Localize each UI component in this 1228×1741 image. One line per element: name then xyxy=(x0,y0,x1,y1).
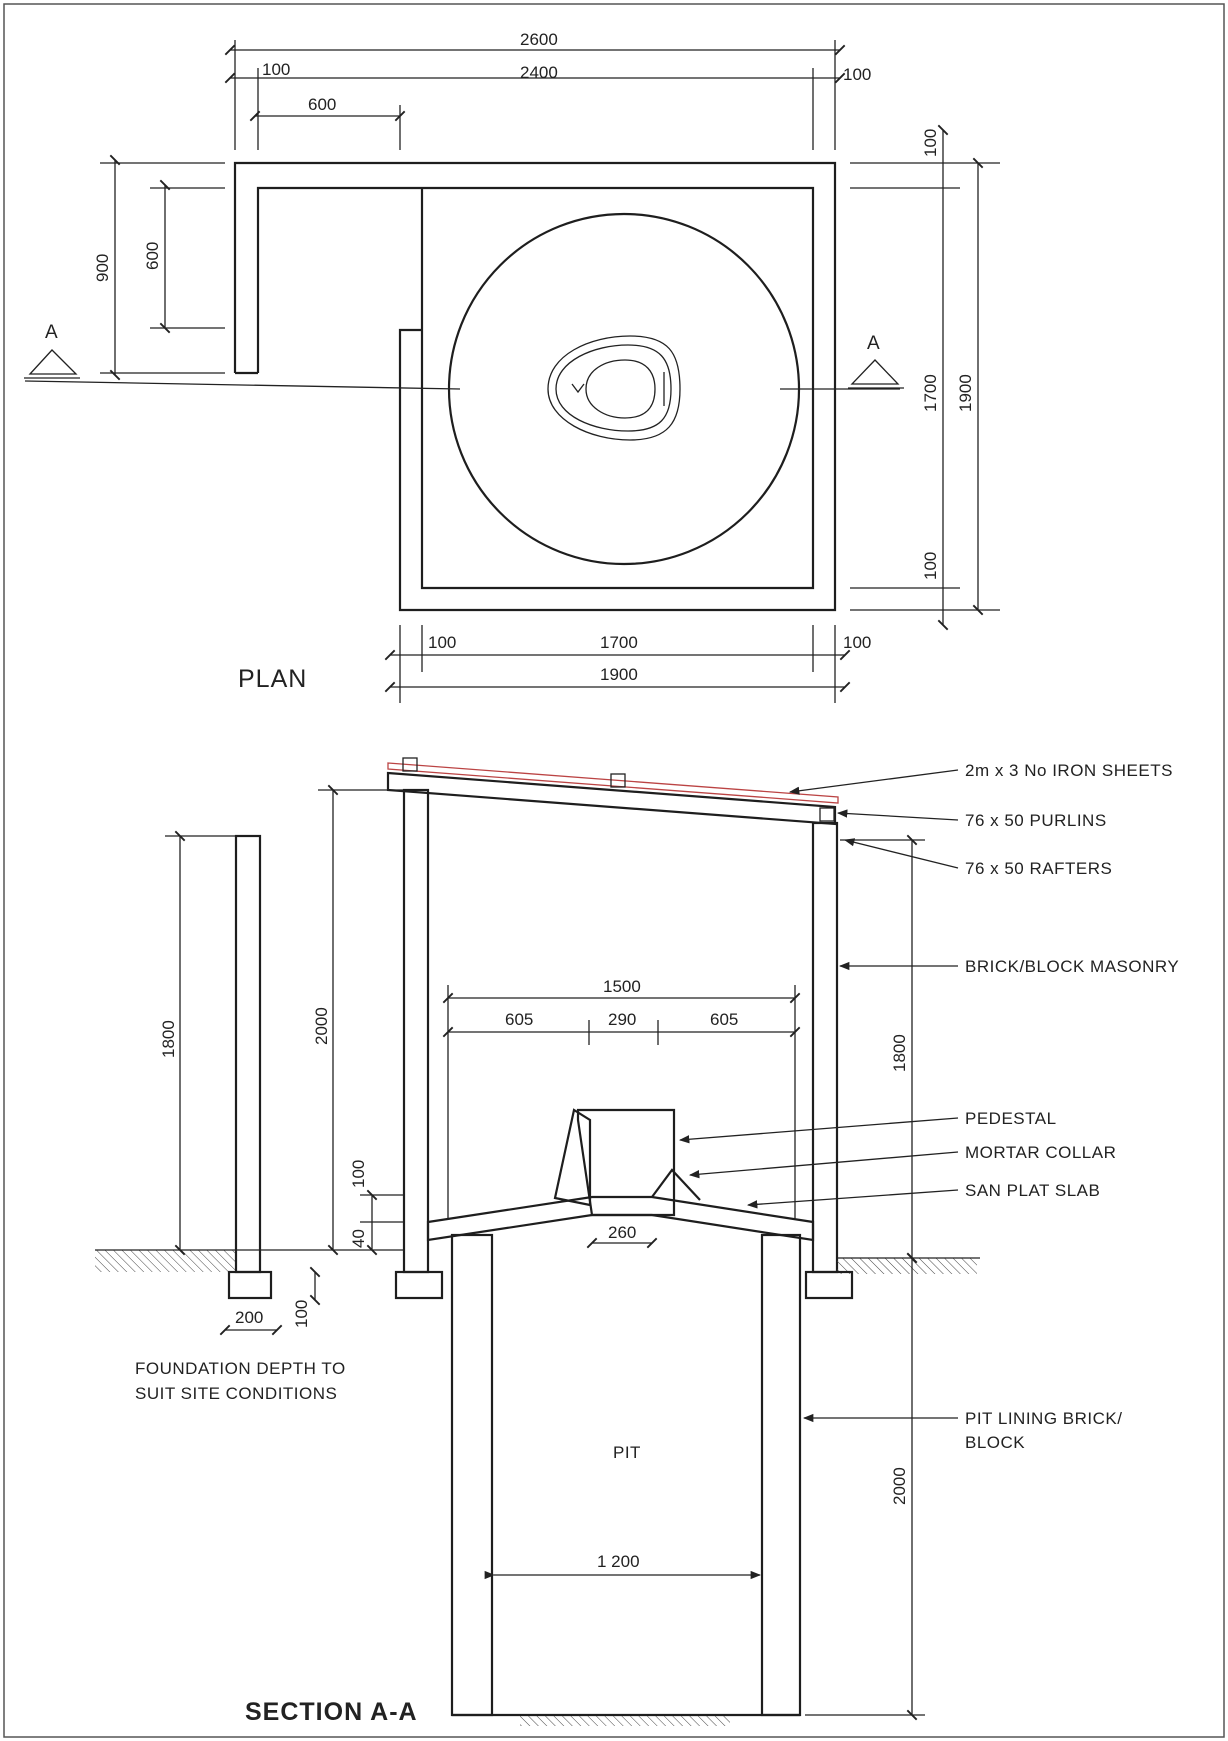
dim-screen-inner: 600 xyxy=(143,242,162,270)
dim-wall-height: 2000 xyxy=(312,1007,331,1045)
pedestal xyxy=(576,1108,676,1217)
section-vertical-dimensions: 1800 2000 1800 2000 100 40 100 xyxy=(159,784,925,1721)
dim-wall-left: 100 xyxy=(262,60,290,79)
mortar-collar xyxy=(651,1168,701,1201)
section-title: SECTION A-A xyxy=(245,1698,418,1726)
left-footing xyxy=(394,1270,444,1300)
pedestal-side xyxy=(553,1108,592,1207)
dim-inner-width: 2400 xyxy=(520,63,558,82)
dim-inner-depth: 1700 xyxy=(921,374,940,412)
note-iron-sheets: 2m x 3 No IRON SHEETS xyxy=(965,761,1173,780)
plan-right-dimensions: 100 1700 1900 100 xyxy=(850,124,1000,631)
note-masonry: BRICK/BLOCK MASONRY xyxy=(965,957,1179,976)
dim-bottom-inner: 1700 xyxy=(600,633,638,652)
dim-pit-width: 1 200 xyxy=(597,1552,640,1571)
ground-left xyxy=(95,1250,235,1272)
plan-top-dimensions: 2600 2400 100 100 600 xyxy=(224,30,871,150)
section-marker-right-label: A xyxy=(867,333,881,354)
dim-overall-depth: 1900 xyxy=(956,374,975,412)
pit-label: PIT xyxy=(613,1443,641,1462)
note-foundation-2: SUIT SITE CONDITIONS xyxy=(135,1384,337,1403)
dim-left-part: 605 xyxy=(505,1010,533,1029)
note-purlins: 76 x 50 PURLINS xyxy=(965,811,1107,830)
dim-center-part: 290 xyxy=(608,1010,636,1029)
roof xyxy=(386,757,839,826)
dim-wall-bottom: 100 xyxy=(921,552,940,580)
dim-footing-depth: 100 xyxy=(292,1300,311,1328)
pit-lining-right xyxy=(760,1233,802,1717)
dim-slab-thick: 40 xyxy=(349,1229,368,1248)
screen-wall xyxy=(234,834,262,1274)
plan-outer-wall xyxy=(233,161,837,612)
note-foundation-1: FOUNDATION DEPTH TO xyxy=(135,1359,346,1378)
dim-bottom-wall-left: 100 xyxy=(428,633,456,652)
section-right-wall xyxy=(811,821,839,1274)
note-mortar-collar: MORTAR COLLAR xyxy=(965,1143,1116,1162)
dim-screen-height: 1800 xyxy=(159,1020,178,1058)
plan-left-dimensions: 900 600 xyxy=(93,154,225,381)
dim-screen-offset: 600 xyxy=(308,95,336,114)
section-notes: 2m x 3 No IRON SHEETS 76 x 50 PURLINS 76… xyxy=(135,761,1179,1452)
section-view: PIT 1500 605 290 605 260 1 200 200 1800 xyxy=(95,757,1179,1726)
dim-overall-width: 2600 xyxy=(520,30,558,49)
section-left-wall xyxy=(402,788,430,1274)
note-san-plat: SAN PLAT SLAB xyxy=(965,1181,1100,1200)
dim-pit-depth: 2000 xyxy=(890,1467,909,1505)
section-marker-left-label: A xyxy=(45,322,59,343)
dim-footing-width: 200 xyxy=(235,1308,263,1327)
dim-wall-right: 100 xyxy=(843,65,871,84)
dim-right-part: 605 xyxy=(710,1010,738,1029)
squat-area-circle xyxy=(447,212,801,566)
note-pedestal: PEDESTAL xyxy=(965,1109,1057,1128)
dim-right-height: 1800 xyxy=(890,1034,909,1072)
section-line-left xyxy=(24,380,461,390)
screen-footing xyxy=(227,1270,273,1300)
plan-bottom-dimensions: 100 1700 100 1900 xyxy=(384,625,871,703)
section-marker-right-icon: A xyxy=(848,333,904,389)
purlin-right xyxy=(819,807,835,822)
dim-pedestal-base: 260 xyxy=(608,1223,636,1242)
note-rafters: 76 x 50 RAFTERS xyxy=(965,859,1112,878)
dim-wall-top: 100 xyxy=(921,129,940,157)
purlin-mid xyxy=(610,773,626,788)
dim-bottom-wall-right: 100 xyxy=(843,633,871,652)
squat-pan-icon xyxy=(547,335,681,441)
ground-right xyxy=(837,1258,977,1274)
dim-slab-rise: 100 xyxy=(349,1160,368,1188)
dim-screen-depth: 900 xyxy=(93,254,112,282)
plan-title: PLAN xyxy=(238,665,307,693)
san-plat-slab xyxy=(426,1195,815,1242)
sheet-border xyxy=(3,3,1225,1738)
section-horizontal-dimensions: 1500 605 290 605 260 1 200 200 xyxy=(219,977,801,1580)
pit-base-ground xyxy=(520,1716,730,1726)
pit-lining-left xyxy=(450,1233,494,1717)
right-footing xyxy=(804,1270,854,1300)
purlin-left xyxy=(402,757,418,772)
note-pit-lining-1: PIT LINING BRICK/ xyxy=(965,1409,1122,1428)
section-marker-left-icon: A xyxy=(24,322,80,379)
note-pit-lining-2: BLOCK xyxy=(965,1433,1025,1452)
dim-bottom-overall: 1900 xyxy=(600,665,638,684)
iron-sheets xyxy=(387,762,839,804)
plan-inner-wall xyxy=(235,186,815,590)
dim-slab-span: 1500 xyxy=(603,977,641,996)
plan-view: A A 2600 2400 100 100 600 xyxy=(24,30,1000,703)
